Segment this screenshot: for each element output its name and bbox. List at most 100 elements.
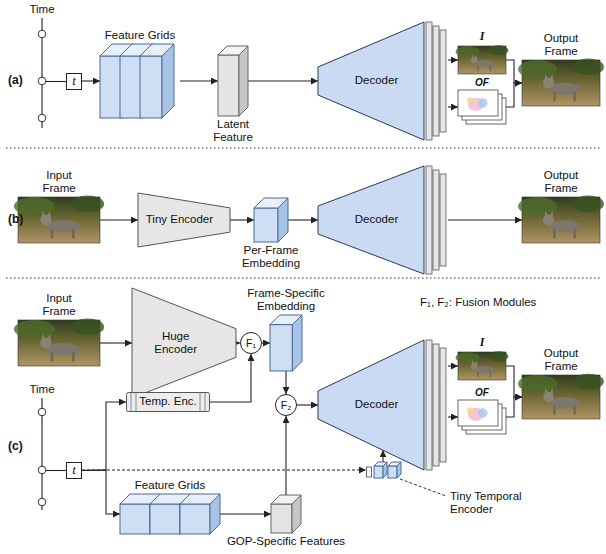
node-label: Time [22, 383, 62, 396]
node-shape [270, 315, 302, 371]
node-label: Tiny Temporal Encoder [450, 490, 546, 516]
node-label: Input Frame [29, 169, 89, 195]
node-label: F₁ [246, 337, 256, 349]
node-label: Time [22, 3, 62, 16]
node-label: Tiny Encoder [146, 213, 213, 226]
node-shape [18, 320, 100, 366]
connector [236, 342, 240, 343]
frame-image: I [458, 46, 506, 74]
frame-image: Input Frame [18, 320, 100, 366]
frame-image: I [458, 352, 506, 380]
note-label: F₁, F₂: Fusion Modules [420, 296, 536, 309]
connector [82, 470, 120, 514]
time-axis: Time [38, 18, 46, 128]
connector [82, 469, 366, 470]
time-box: t [66, 73, 82, 90]
node-label: GOP-Specific Features [216, 535, 356, 548]
node-shape [458, 400, 506, 434]
node-label: OF [475, 77, 489, 89]
connector [46, 470, 66, 471]
node-label: t [72, 74, 76, 89]
frame-image: Output Frame [522, 197, 600, 243]
connector [448, 219, 522, 220]
connector [100, 219, 138, 220]
node-label: Frame-Specific Embedding [236, 287, 336, 313]
flow-image: OF [458, 90, 506, 124]
node-shape [254, 198, 288, 242]
connector [82, 80, 100, 81]
node-label: Decoder [355, 74, 398, 87]
frame-image: Output Frame [522, 60, 600, 106]
feature-block: Per-Frame Embedding [254, 198, 288, 242]
fusion-circle: F₁ [240, 332, 262, 354]
connector [382, 450, 383, 462]
node-label: Output Frame [526, 32, 596, 58]
panel-divider [6, 147, 600, 148]
connector [297, 404, 318, 405]
node-shape [100, 44, 180, 118]
time-box: t [66, 462, 82, 479]
connector [448, 106, 458, 107]
node-shape [522, 375, 600, 419]
frame-image: Output Frame [522, 375, 600, 419]
feature-grids: Feature Grids [120, 494, 220, 534]
node-label: I [480, 30, 485, 44]
feature-grids: Feature Grids [100, 44, 180, 118]
connector [448, 59, 458, 60]
connector [82, 402, 126, 471]
node-label: Output Frame [526, 169, 596, 195]
connector [46, 81, 66, 82]
node-label: Output Frame [526, 347, 596, 373]
encoder-shape: Tiny Encoder [138, 193, 230, 247]
connector [288, 219, 318, 220]
feature-block: Frame-Specific Embedding [270, 315, 302, 371]
connector [448, 365, 458, 366]
connector [100, 342, 132, 343]
panel-label: (b) [8, 213, 23, 227]
frame-image: Input Frame [18, 197, 100, 243]
fusion-circle: F₂ [275, 394, 297, 416]
node-shape [522, 60, 600, 106]
connector [180, 80, 218, 81]
feature-block: Latent Feature [218, 46, 248, 116]
connector [262, 342, 270, 343]
panel-divider [6, 277, 600, 278]
node-label: F₂ [281, 399, 292, 411]
node-shape [120, 494, 220, 534]
node-shape [522, 197, 600, 243]
node-label: Feature Grids [120, 479, 220, 492]
node-shape [458, 352, 506, 380]
panel-label: (c) [8, 440, 23, 454]
connector [448, 416, 458, 417]
connector [285, 416, 286, 495]
time-axis: Time [38, 398, 46, 510]
node-label: Decoder [355, 398, 398, 411]
node-shape [271, 495, 301, 533]
decoder-shape: Decoder [318, 22, 448, 140]
node-label: Temp. Enc. [139, 395, 197, 408]
node-label: OF [475, 387, 489, 399]
feature-block: GOP-Specific Features [271, 495, 301, 533]
connector [506, 397, 522, 417]
node-label: Input Frame [29, 292, 89, 318]
node-shape [38, 18, 46, 128]
connector [230, 219, 254, 220]
temporal-encoder: Temp. Enc. [126, 392, 210, 412]
encoder-shape: Huge Encoder [132, 288, 236, 398]
node-label: Latent Feature [203, 118, 263, 144]
node-label: Huge Encoder [146, 330, 206, 356]
connector [285, 371, 286, 394]
panel-label: (a) [8, 74, 23, 88]
connector [220, 513, 271, 514]
decoder-shape: Decoder [318, 340, 448, 470]
node-shape [218, 46, 248, 116]
leader-line [400, 479, 446, 496]
connector [506, 83, 522, 107]
node-label: Decoder [355, 213, 398, 226]
node-shape [366, 462, 402, 478]
flow-image: OF [458, 400, 506, 434]
node-shape [18, 197, 100, 243]
node-label: Per-Frame Embedding [231, 244, 311, 270]
node-label: I [480, 336, 485, 350]
